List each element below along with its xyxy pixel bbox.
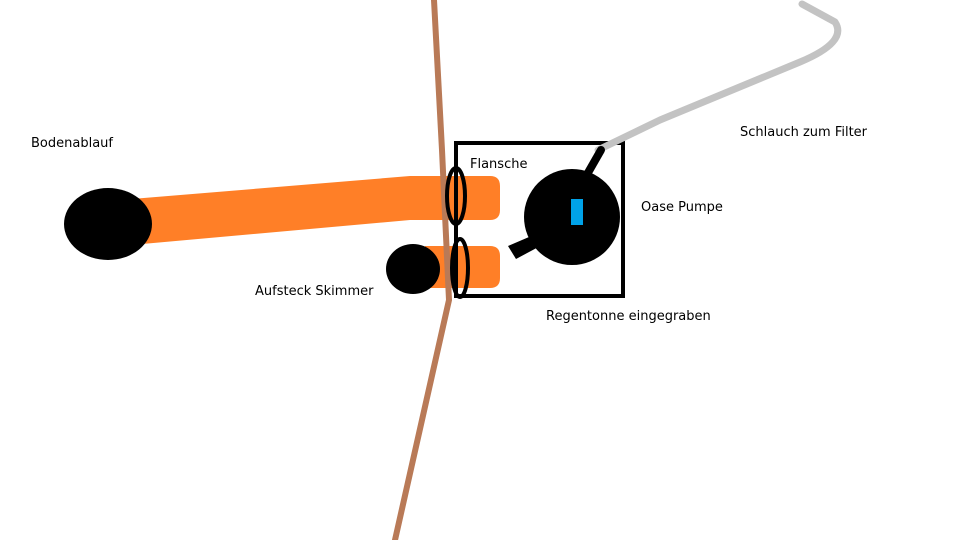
label-flanges: Flansche (470, 157, 528, 172)
bottom-drain (64, 188, 152, 260)
label-bottom-drain: Bodenablauf (31, 136, 113, 151)
rain-barrel (454, 141, 625, 298)
label-hose-to-filter: Schlauch zum Filter (740, 125, 868, 140)
skimmer-pipe (425, 246, 500, 288)
label-pump: Oase Pumpe (641, 200, 723, 215)
label-skimmer: Aufsteck Skimmer (255, 284, 374, 299)
skimmer (386, 244, 440, 294)
label-rain-barrel: Regentonne eingegraben (546, 309, 711, 324)
pump-indicator (571, 199, 583, 225)
hose-to-filter (594, 0, 842, 154)
pond-edge-line (392, 0, 452, 540)
bottom-drain-pipe (120, 176, 500, 246)
